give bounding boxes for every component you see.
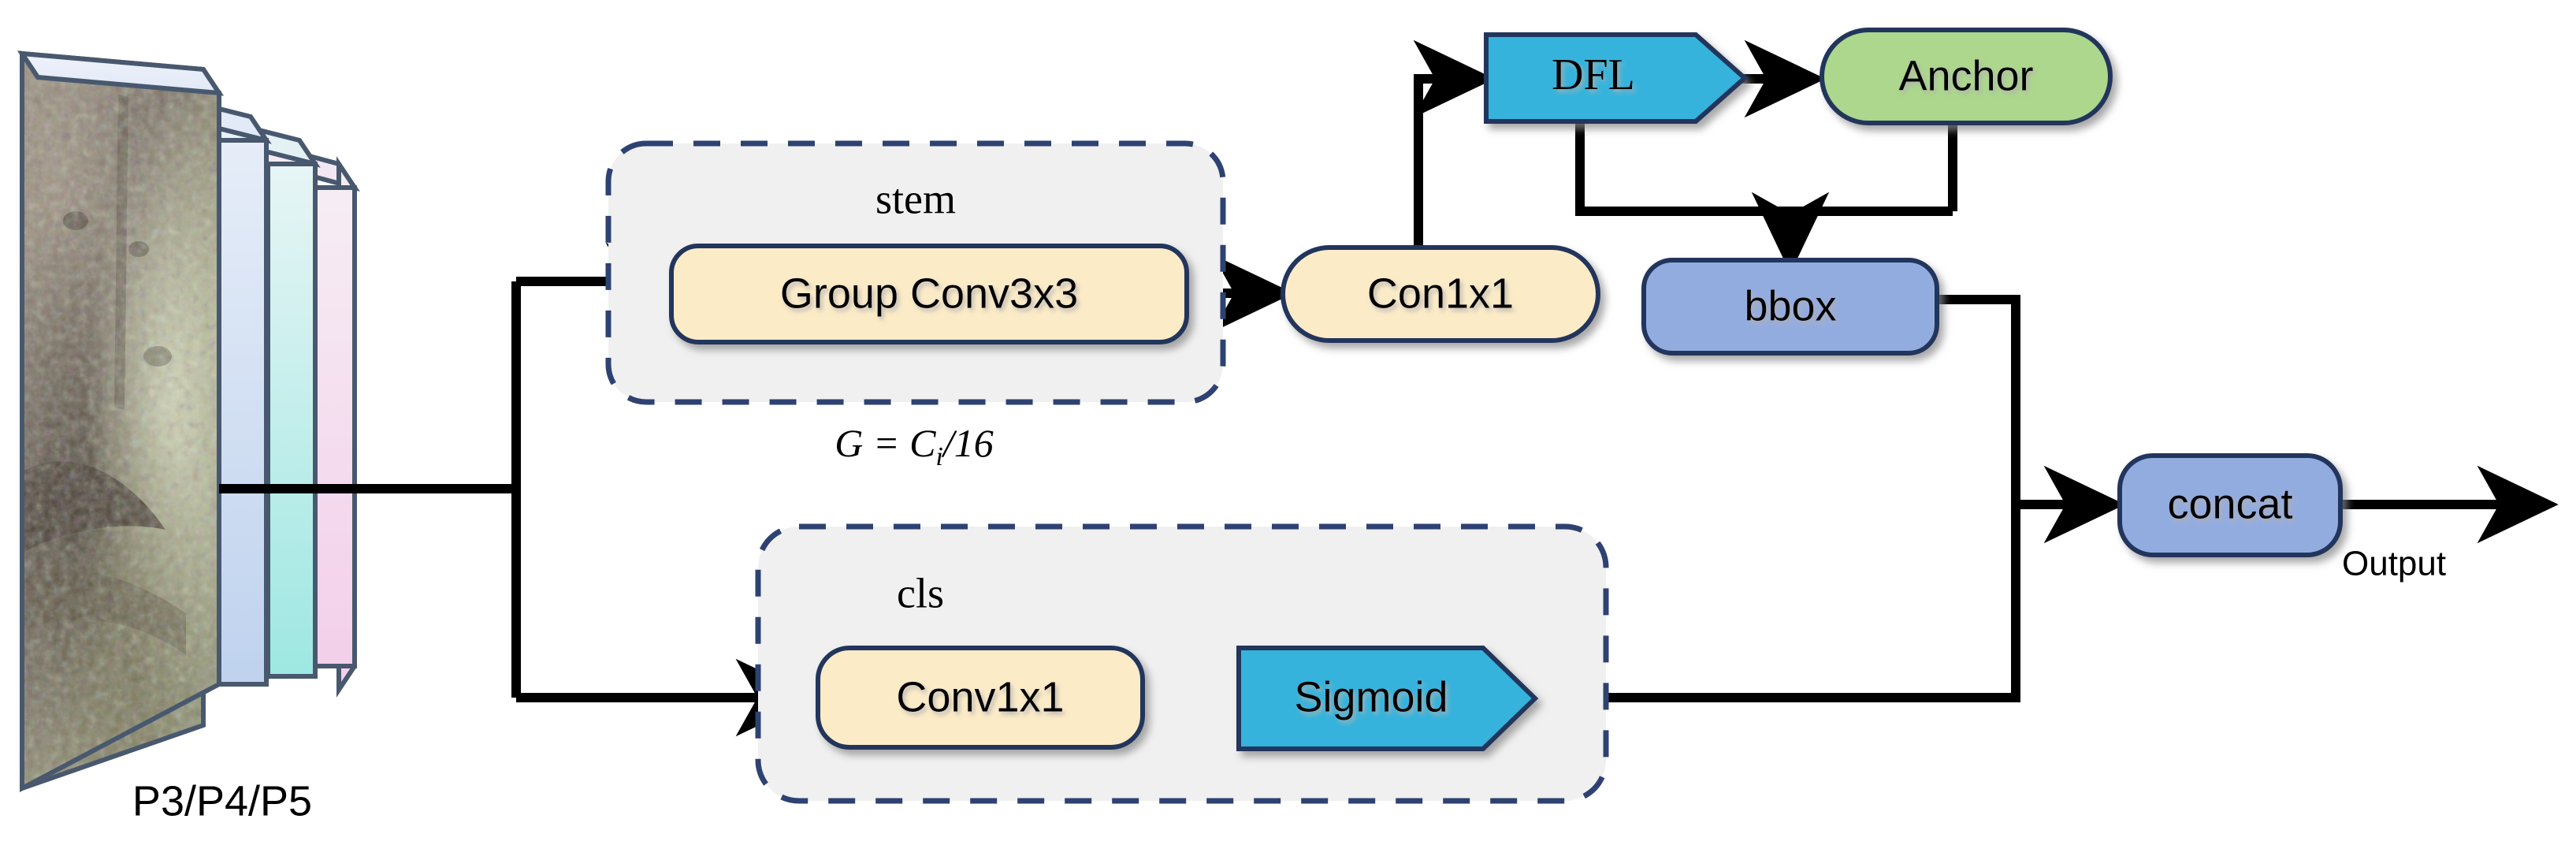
formula-lhs: G (835, 421, 863, 465)
group-cls: cls Conv1x1 Sigmoid (755, 523, 1609, 804)
anchor-shape[interactable] (1820, 28, 2113, 125)
input-caption: P3/P4/P5 (132, 777, 312, 825)
cls-title: cls (897, 569, 944, 616)
formula-sub: i (935, 442, 942, 471)
sigmoid-node[interactable]: Sigmoid (1236, 646, 1539, 751)
output-label: Output (2342, 545, 2446, 583)
con1x1-label: Con1x1 (1367, 270, 1514, 317)
edge-dfl-down (1575, 120, 1953, 216)
bbox-shape[interactable] (1641, 258, 1939, 356)
edge-sigmoid-to-riser (1572, 504, 2020, 702)
concat-node[interactable]: concat (2117, 453, 2343, 557)
con1x1-shape[interactable] (1281, 245, 1600, 343)
concat-shape[interactable] (2117, 453, 2343, 557)
group-conv-shape[interactable] (669, 244, 1189, 344)
sigmoid-label: Sigmoid (1294, 673, 1448, 720)
edge-bbox-to-riser (1937, 295, 2020, 504)
group-conv-label: Group Conv3x3 (780, 270, 1078, 317)
con1x1-node[interactable]: Con1x1 (1281, 245, 1600, 343)
svg-text:G = Ci/16: G = Ci/16 (835, 421, 994, 471)
bbox-label: bbox (1744, 282, 1836, 329)
dfl-node[interactable]: DFL (1484, 32, 1749, 124)
concat-label: concat (2167, 480, 2292, 527)
conv1x1-cls-shape[interactable] (816, 646, 1145, 750)
anchor-node[interactable]: Anchor (1820, 28, 2113, 125)
group-stem: stem Group Conv3x3 (605, 140, 1226, 405)
stem-formula: G = Ci/16 (835, 421, 994, 471)
sigmoid-shape[interactable] (1236, 646, 1539, 751)
dfl-shape[interactable] (1484, 32, 1749, 124)
formula-eq: = (863, 421, 909, 465)
input-image-photo (20, 50, 221, 792)
edge-con1x1-to-dfl (1413, 39, 1495, 260)
formula-den: /16 (941, 421, 994, 465)
stem-title: stem (875, 175, 956, 222)
anchor-label: Anchor (1898, 52, 2033, 99)
input-feature-stack (17, 50, 360, 792)
conv1x1-cls-label: Conv1x1 (896, 673, 1064, 720)
conv1x1-cls-node[interactable]: Conv1x1 (816, 646, 1145, 750)
bbox-node[interactable]: bbox (1641, 258, 1939, 356)
dfl-label: DFL (1552, 50, 1635, 99)
group-conv-node[interactable] (669, 244, 1189, 344)
image-top-bevel (17, 50, 224, 96)
formula-num: C (909, 421, 936, 465)
